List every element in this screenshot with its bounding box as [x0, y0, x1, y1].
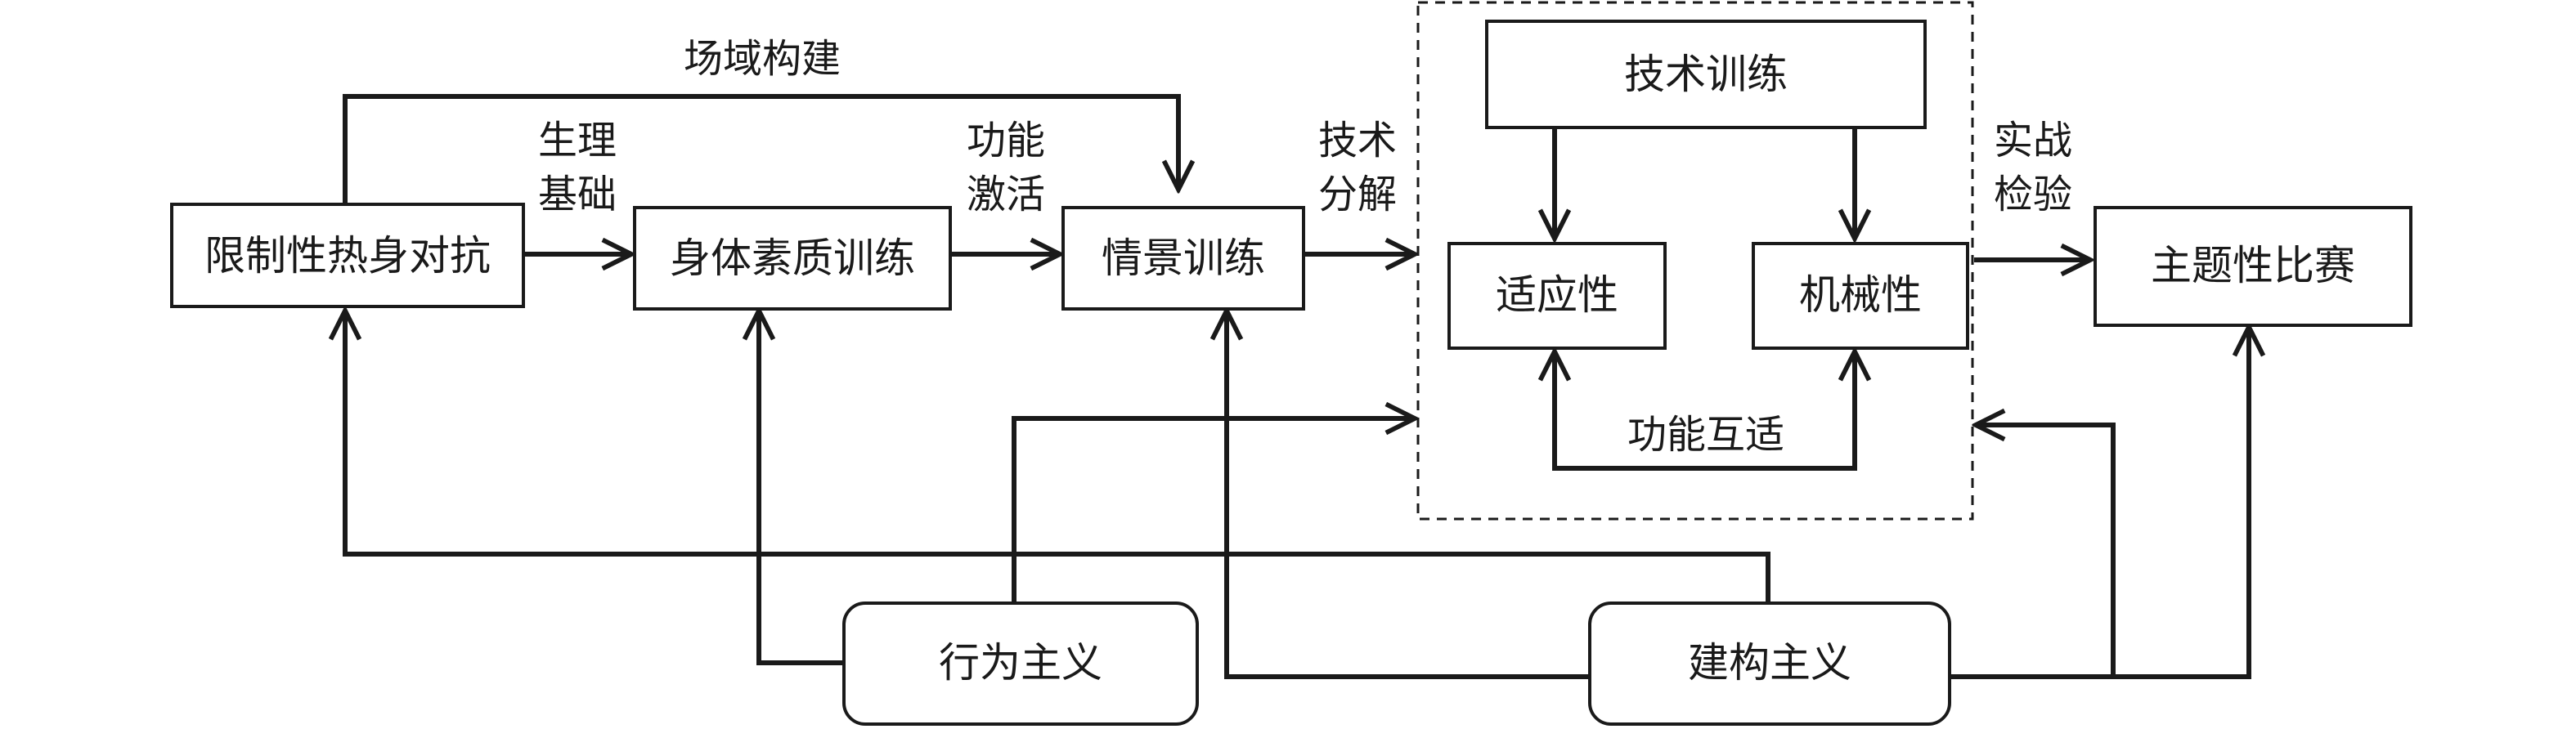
edge-mutual-fit-left [1555, 351, 1706, 471]
edge-field-construction [343, 94, 1178, 204]
label-function-activation-line1: 功能 [967, 118, 1045, 163]
node-mechanical: 机械性 [1752, 242, 1969, 350]
label-practical-test-line2: 检验 [1994, 172, 2072, 217]
connectors [343, 94, 2249, 679]
node-technical-training: 技术训练 [1485, 20, 1927, 129]
node-constructivism-label: 建构主义 [1688, 639, 1851, 687]
node-restricted-warmup-label: 限制性热身对抗 [204, 232, 491, 280]
node-restricted-warmup: 限制性热身对抗 [170, 203, 525, 308]
label-practical-test-line1: 实战 [1994, 118, 2072, 163]
node-scenario-training: 情景训练 [1061, 206, 1305, 311]
node-theme-match: 主题性比赛 [2094, 206, 2412, 327]
node-scenario-training-label: 情景训练 [1102, 235, 1265, 282]
node-mechanical-label: 机械性 [1799, 271, 1922, 319]
node-adaptability: 适应性 [1447, 242, 1667, 350]
label-functional-mutual-fit: 功能互适 [1627, 412, 1784, 458]
edge-constructivism-to-theme [1950, 327, 2249, 679]
edge-labels: 场域构建 生理 基础 功能 激活 技术 分解 实战 检验 功能互适 [538, 36, 2072, 458]
label-technical-decomposition-line1: 技术 [1318, 118, 1397, 163]
node-constructivism: 建构主义 [1588, 602, 1951, 726]
edge-constructivism-to-scenario [1227, 311, 1590, 679]
node-behaviorism-label: 行为主义 [939, 639, 1102, 687]
edge-constructivism-to-group [1976, 425, 2116, 677]
edge-behaviorism-to-group [1012, 418, 1415, 602]
node-theme-match-label: 主题性比赛 [2151, 242, 2355, 289]
node-technical-training-label: 技术训练 [1624, 51, 1788, 98]
node-physical-training-label: 身体素质训练 [670, 235, 915, 282]
label-function-activation-line2: 激活 [967, 172, 1045, 217]
node-adaptability-label: 适应性 [1496, 271, 1618, 319]
label-physiological-basis-line2: 基础 [538, 172, 617, 217]
label-technical-decomposition-line2: 分解 [1318, 172, 1397, 217]
label-field-construction: 场域构建 [684, 36, 841, 82]
edge-constructivism-to-warmup [345, 311, 1770, 602]
label-physiological-basis-line1: 生理 [538, 118, 617, 163]
technical-group-dashed-border [1416, 1, 1974, 521]
node-physical-training: 身体素质训练 [633, 206, 952, 311]
edge-mutual-fit-right [1706, 351, 1855, 471]
node-behaviorism: 行为主义 [842, 602, 1199, 726]
edge-behaviorism-to-physical [759, 311, 844, 665]
